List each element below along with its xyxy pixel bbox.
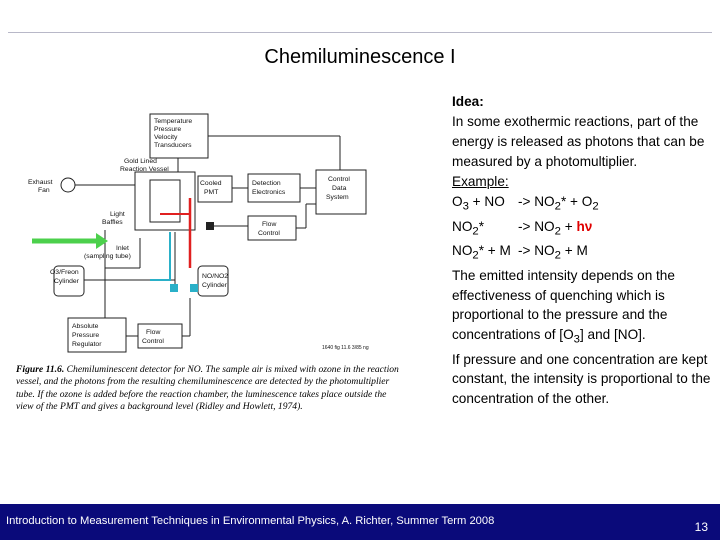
label-flow: Flow [262, 221, 276, 228]
label-inlet: Inlet [116, 245, 129, 252]
reaction-list: O3 + NO -> NO2* + O2 NO2* -> NO2 + hν NO… [452, 192, 718, 266]
reaction-lhs: NO2* [452, 218, 484, 238]
label-electronics: Electronics [252, 189, 286, 196]
label-system: System [326, 194, 349, 201]
no-cylinder [197, 265, 229, 297]
label-gold-lined: Gold Lined [124, 158, 157, 165]
exhaust-fan [60, 177, 76, 193]
control-data-system-box [315, 169, 367, 215]
footer-text: Introduction to Measurement Techniques i… [6, 515, 495, 527]
label-pmt: PMT [204, 189, 218, 196]
pressure-regulator-box [67, 317, 127, 353]
footer-bar: Introduction to Measurement Techniques i… [0, 504, 720, 540]
label-baffles: Baffles [102, 219, 123, 226]
figure-credit: 1640 fig 11.6 3/85 ng [322, 345, 369, 351]
label-flow-control: Control [258, 230, 280, 237]
label-velocity: Velocity [154, 134, 178, 141]
reaction-lhs: O3 + NO [452, 194, 505, 213]
reaction-row: NO2* -> NO2 + hν [452, 217, 718, 242]
label-control: Control [328, 176, 350, 183]
label-flow-bottom: Flow [146, 329, 160, 336]
label-temperature: Temperature [154, 118, 192, 125]
reaction-row: O3 + NO -> NO2* + O2 [452, 192, 718, 217]
label-no-no2: NO/NO2 [202, 273, 228, 280]
label-control-bottom: Control [142, 338, 164, 345]
figure-caption: Figure 11.6. Chemiluminescent detector f… [16, 364, 400, 414]
caption-head: Figure 11.6. [16, 364, 65, 375]
explanation-2: If pressure and one concentration are ke… [452, 351, 711, 406]
label-pressure: Pressure [154, 126, 181, 133]
label-absolute: Absolute [72, 323, 99, 330]
label-o3-freon: O3/Freon [50, 269, 79, 276]
label-fan: Fan [38, 187, 50, 194]
label-regulator: Regulator [72, 341, 102, 348]
idea-label: Idea: [452, 94, 484, 109]
reaction-row: NO2* + M -> NO2 + M [452, 241, 718, 266]
label-light: Light [110, 211, 125, 218]
slide-title: Chemiluminescence I [264, 46, 456, 68]
valve [190, 284, 198, 292]
reaction-rhs: -> NO2* + O2 [518, 194, 599, 213]
reaction-vessel-box [134, 171, 196, 231]
label-cooled: Cooled [200, 180, 222, 187]
label-exhaust: Exhaust [28, 179, 53, 186]
label-data: Data [332, 185, 347, 192]
label-pressure-regulator: Pressure [72, 332, 99, 339]
valve [206, 222, 214, 230]
label-transducers: Transducers [154, 142, 192, 149]
page-number: 13 [694, 520, 708, 534]
reaction-lhs: NO2* + M [452, 243, 511, 263]
reaction-rhs: -> NO2 + hν [518, 218, 593, 238]
idea-text: In some exothermic reactions, part of th… [452, 114, 705, 169]
text-column: Idea: In some exothermic reactions, part… [452, 92, 718, 408]
caption-text: Chemiluminescent detector for NO. The sa… [16, 364, 399, 413]
label-sampling-tube: (sampling tube) [84, 253, 131, 260]
photon-symbol: hν [576, 218, 593, 234]
o3-cylinder [53, 265, 85, 297]
cyan-o3-line [150, 232, 171, 281]
flow-control-box [247, 215, 297, 241]
explanation-1: The emitted intensity depends on the eff… [452, 268, 675, 346]
chemiluminescence-detector-diagram: Temperature Pressure Velocity Transducer… [28, 113, 369, 353]
pmt-box [197, 175, 233, 203]
label-no-cylinder: Cylinder [202, 282, 228, 289]
detection-electronics-box [247, 173, 301, 203]
example-label: Example: [452, 174, 509, 189]
label-o3-cylinder: Cylinder [54, 278, 80, 285]
transducers-box [149, 113, 209, 159]
label-reaction-vessel: Reaction Vessel [120, 166, 169, 173]
valve [170, 284, 178, 292]
vessel-inner [149, 179, 181, 223]
reaction-rhs: -> NO2 + M [518, 243, 588, 263]
label-detection: Detection [252, 180, 281, 187]
title-rule [8, 32, 712, 33]
